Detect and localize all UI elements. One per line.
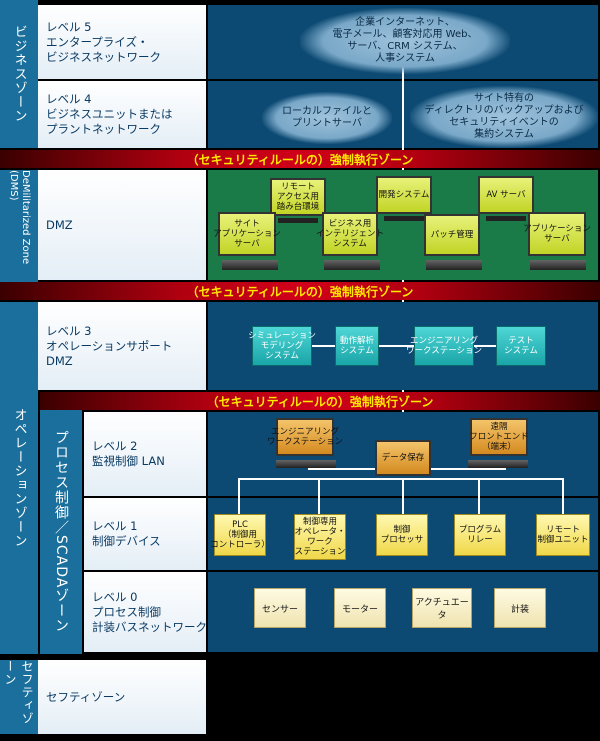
scada-zone-label: プロセス制御／SCADAゾーン <box>40 410 82 654</box>
drop-line <box>478 478 480 516</box>
test-system: テストシステム <box>496 326 546 366</box>
monitor-stand <box>278 218 318 223</box>
business-zone-label: ビジネスゾーン <box>0 0 38 148</box>
safety-zone-title: セフティゾーン <box>38 660 206 734</box>
simulation-modeling-system: シミュレーションモデリングシステム <box>248 326 316 366</box>
enterprise-systems-cloud: 企業インターネット、電子メール、顧客対応用 Web、サーバ、CRM システム、人… <box>300 8 510 74</box>
keyboard <box>222 260 278 270</box>
instrumentation: 計装 <box>494 588 546 628</box>
actuator: アクチュエータ <box>412 588 472 628</box>
plc-device: PLC（制御用コントローラ） <box>210 514 270 556</box>
site-application-server: サイトアプリケーションサーバ <box>213 212 281 256</box>
keyboard <box>324 260 380 270</box>
engineering-workstation-l3: エンジニアリングワークステーション <box>406 326 482 366</box>
remote-terminal-unit: リモート制御ユニット <box>536 514 590 556</box>
drop-line <box>238 478 240 516</box>
enforcement-zone-band: （セキュリティルールの）強制執行ゾーン <box>0 282 600 300</box>
motion-analysis-system: 動作解析システム <box>335 326 379 366</box>
drop-line <box>402 478 404 516</box>
enforcement-zone-band: （セキュリティルールの）強制執行ゾーン <box>0 150 600 168</box>
file-print-server-cloud: ローカルファイルとプリントサーバ <box>262 92 392 144</box>
data-historian: データ保存 <box>375 440 431 476</box>
control-processor: 制御プロセッサ <box>376 514 428 556</box>
site-backup-cloud: サイト特有のディレクトリのバックアップおよびセキュリティイベントの集約システム <box>410 86 598 148</box>
application-server: アプリケーションサーバ <box>523 212 591 256</box>
programmable-relay: プログラムリレー <box>454 514 506 556</box>
patch-management: パッチ管理 <box>424 214 480 256</box>
dmz-label: DMZ <box>38 170 206 280</box>
monitor-stand <box>384 216 424 221</box>
dmz-zone-label: DeMilitarized Zone (DMS) <box>8 170 31 265</box>
development-system: 開発システム <box>376 176 432 214</box>
drop-line <box>562 478 564 516</box>
sensor: センサー <box>254 588 306 628</box>
control-bus-line <box>238 478 564 480</box>
remote-hmi-terminal: 遠隔フロントエンド（端末） <box>469 418 529 456</box>
monitor-stand <box>486 216 526 221</box>
engineering-workstation-l2: エンジニアリングワークステーション <box>267 418 343 456</box>
keyboard <box>426 260 482 270</box>
remote-access-jump-host: リモートアクセス用踏み台環境 <box>270 178 326 216</box>
operations-zone-label: オペレーションゾーン <box>0 302 38 654</box>
enforcement-zone-band: （セキュリティルールの）強制執行ゾーン <box>40 392 600 410</box>
safety-zone-label: セフティゾーン <box>0 660 38 734</box>
av-server: AV サーバ <box>478 176 534 214</box>
keyboard <box>468 460 528 468</box>
motor: モーター <box>334 588 386 628</box>
business-intelligence-system: ビジネス用インテリジェントシステム <box>316 212 384 256</box>
drop-line <box>318 478 320 516</box>
keyboard <box>530 260 586 270</box>
operator-workstation: 制御専用オペレータ・ワークステーション <box>294 514 346 560</box>
keyboard <box>276 460 336 468</box>
dmz-zone-sidebar: DeMilitarized Zone (DMS) <box>0 170 38 282</box>
